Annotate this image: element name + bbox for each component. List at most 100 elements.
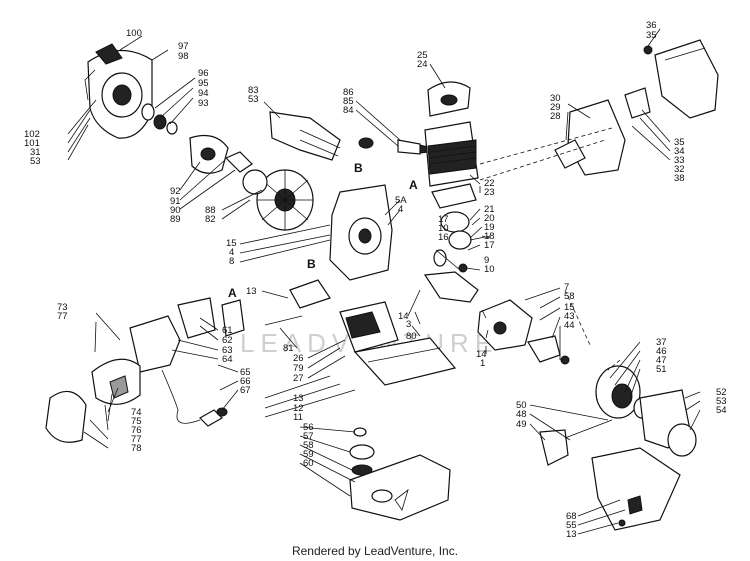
- crankshaft: [423, 249, 479, 303]
- part-label: 33: [674, 155, 685, 166]
- part-label: 13: [293, 393, 304, 404]
- part-label: 32: [674, 164, 685, 175]
- part-label: 21: [484, 204, 495, 215]
- piston: [448, 230, 491, 273]
- part-label: 49: [516, 419, 527, 430]
- part-label: 74: [131, 407, 142, 418]
- part-label: 35: [674, 137, 685, 148]
- part-label: 60: [303, 458, 314, 469]
- part-label: 76: [131, 425, 142, 436]
- part-label: 31: [30, 147, 41, 158]
- part-label: 66: [240, 376, 251, 387]
- part-label: 52: [716, 387, 727, 398]
- part-label: 93: [198, 98, 209, 109]
- part-label: 81: [283, 343, 294, 354]
- part-label: 57: [303, 431, 314, 442]
- starter-handle: [539, 419, 613, 466]
- part-label: 97: [178, 41, 189, 52]
- part-label: 102: [24, 129, 40, 140]
- part-label: 80: [406, 331, 417, 342]
- part-label: 50: [516, 400, 527, 411]
- seal-ring-stack: [141, 103, 178, 135]
- part-label: 17: [484, 240, 495, 251]
- part-label: 79: [293, 363, 304, 374]
- bottom-bracket: [591, 447, 681, 531]
- part-label: 51: [656, 364, 667, 375]
- part-label: 100: [126, 28, 142, 39]
- part-label: 53: [716, 396, 727, 407]
- part-label: 22: [484, 178, 495, 189]
- part-label: 9: [484, 255, 489, 266]
- letter-b-upper: B: [354, 161, 363, 175]
- part-label: 23: [484, 187, 495, 198]
- flywheel: [242, 169, 314, 231]
- part-label: 101: [24, 138, 40, 149]
- part-label: 12: [293, 403, 304, 414]
- part-label: 3: [406, 319, 411, 330]
- part-label: 98: [178, 51, 189, 62]
- part-label: 13: [246, 286, 257, 297]
- part-label: 96: [198, 68, 209, 79]
- fuel-line: [161, 369, 228, 427]
- part-label: 86: [343, 87, 354, 98]
- part-label: 85: [343, 96, 354, 107]
- part-label: 54: [716, 405, 727, 416]
- part-label: 84: [343, 105, 354, 116]
- crankcase-half: [477, 299, 533, 351]
- part-label: 73: [57, 302, 68, 313]
- part-label: 61: [222, 325, 233, 336]
- part-label: 43: [564, 311, 575, 322]
- part-label: 77: [131, 434, 142, 445]
- part-label: 83: [248, 85, 259, 96]
- flywheel-housing: [84, 43, 153, 139]
- part-label: 37: [656, 337, 667, 348]
- part-label: 4: [229, 247, 234, 258]
- part-label: 26: [293, 353, 304, 364]
- part-label: 36: [646, 20, 657, 31]
- part-label: 88: [205, 205, 216, 216]
- crankcase: [329, 184, 393, 281]
- part-label: 38: [674, 173, 685, 184]
- part-label: 58: [564, 291, 575, 302]
- part-label: 48: [516, 409, 527, 420]
- part-label: 14: [398, 311, 409, 322]
- part-label: 10: [438, 223, 449, 234]
- part-label: 68: [566, 511, 577, 522]
- part-label: 8: [229, 256, 234, 267]
- fuel-tank: [349, 454, 451, 521]
- part-label: 63: [222, 345, 233, 356]
- part-label: 20: [484, 213, 495, 224]
- cylinder-shroud: [427, 81, 471, 117]
- part-label: 44: [564, 320, 575, 331]
- part-label: 82: [205, 214, 216, 225]
- letter-b-lower: B: [307, 257, 316, 271]
- starter-housing: [639, 389, 697, 457]
- part-label: 24: [417, 59, 428, 70]
- muffler: [554, 87, 651, 176]
- part-label: 59: [303, 449, 314, 460]
- part-label: 53: [248, 94, 259, 105]
- part-label: 47: [656, 355, 667, 366]
- part-label: 16: [438, 232, 449, 243]
- part-label: 5A: [395, 195, 407, 206]
- footer-credit: Rendered by LeadVenture, Inc.: [291, 544, 459, 558]
- air-filter-cover: [45, 358, 141, 443]
- part-label: 94: [198, 88, 209, 99]
- engine-mount: [339, 301, 399, 353]
- part-label: 25: [417, 50, 428, 61]
- part-label: 53: [30, 156, 41, 167]
- part-label: 27: [293, 373, 304, 384]
- letter-a-lower: A: [228, 286, 237, 300]
- part-label: 92: [170, 186, 181, 197]
- part-label: 4: [398, 204, 403, 215]
- leader-lines: [67, 28, 701, 535]
- fuel-cap: [349, 427, 375, 476]
- letter-a-upper: A: [409, 178, 418, 192]
- part-labels: 100 97 98 96 95 94 93 102 101 31 53 92 9…: [24, 20, 727, 540]
- part-label: 15: [226, 238, 237, 249]
- part-label: 35: [646, 30, 657, 41]
- part-label: 67: [240, 385, 251, 396]
- part-label: 7: [564, 282, 569, 293]
- part-label: 34: [674, 146, 685, 157]
